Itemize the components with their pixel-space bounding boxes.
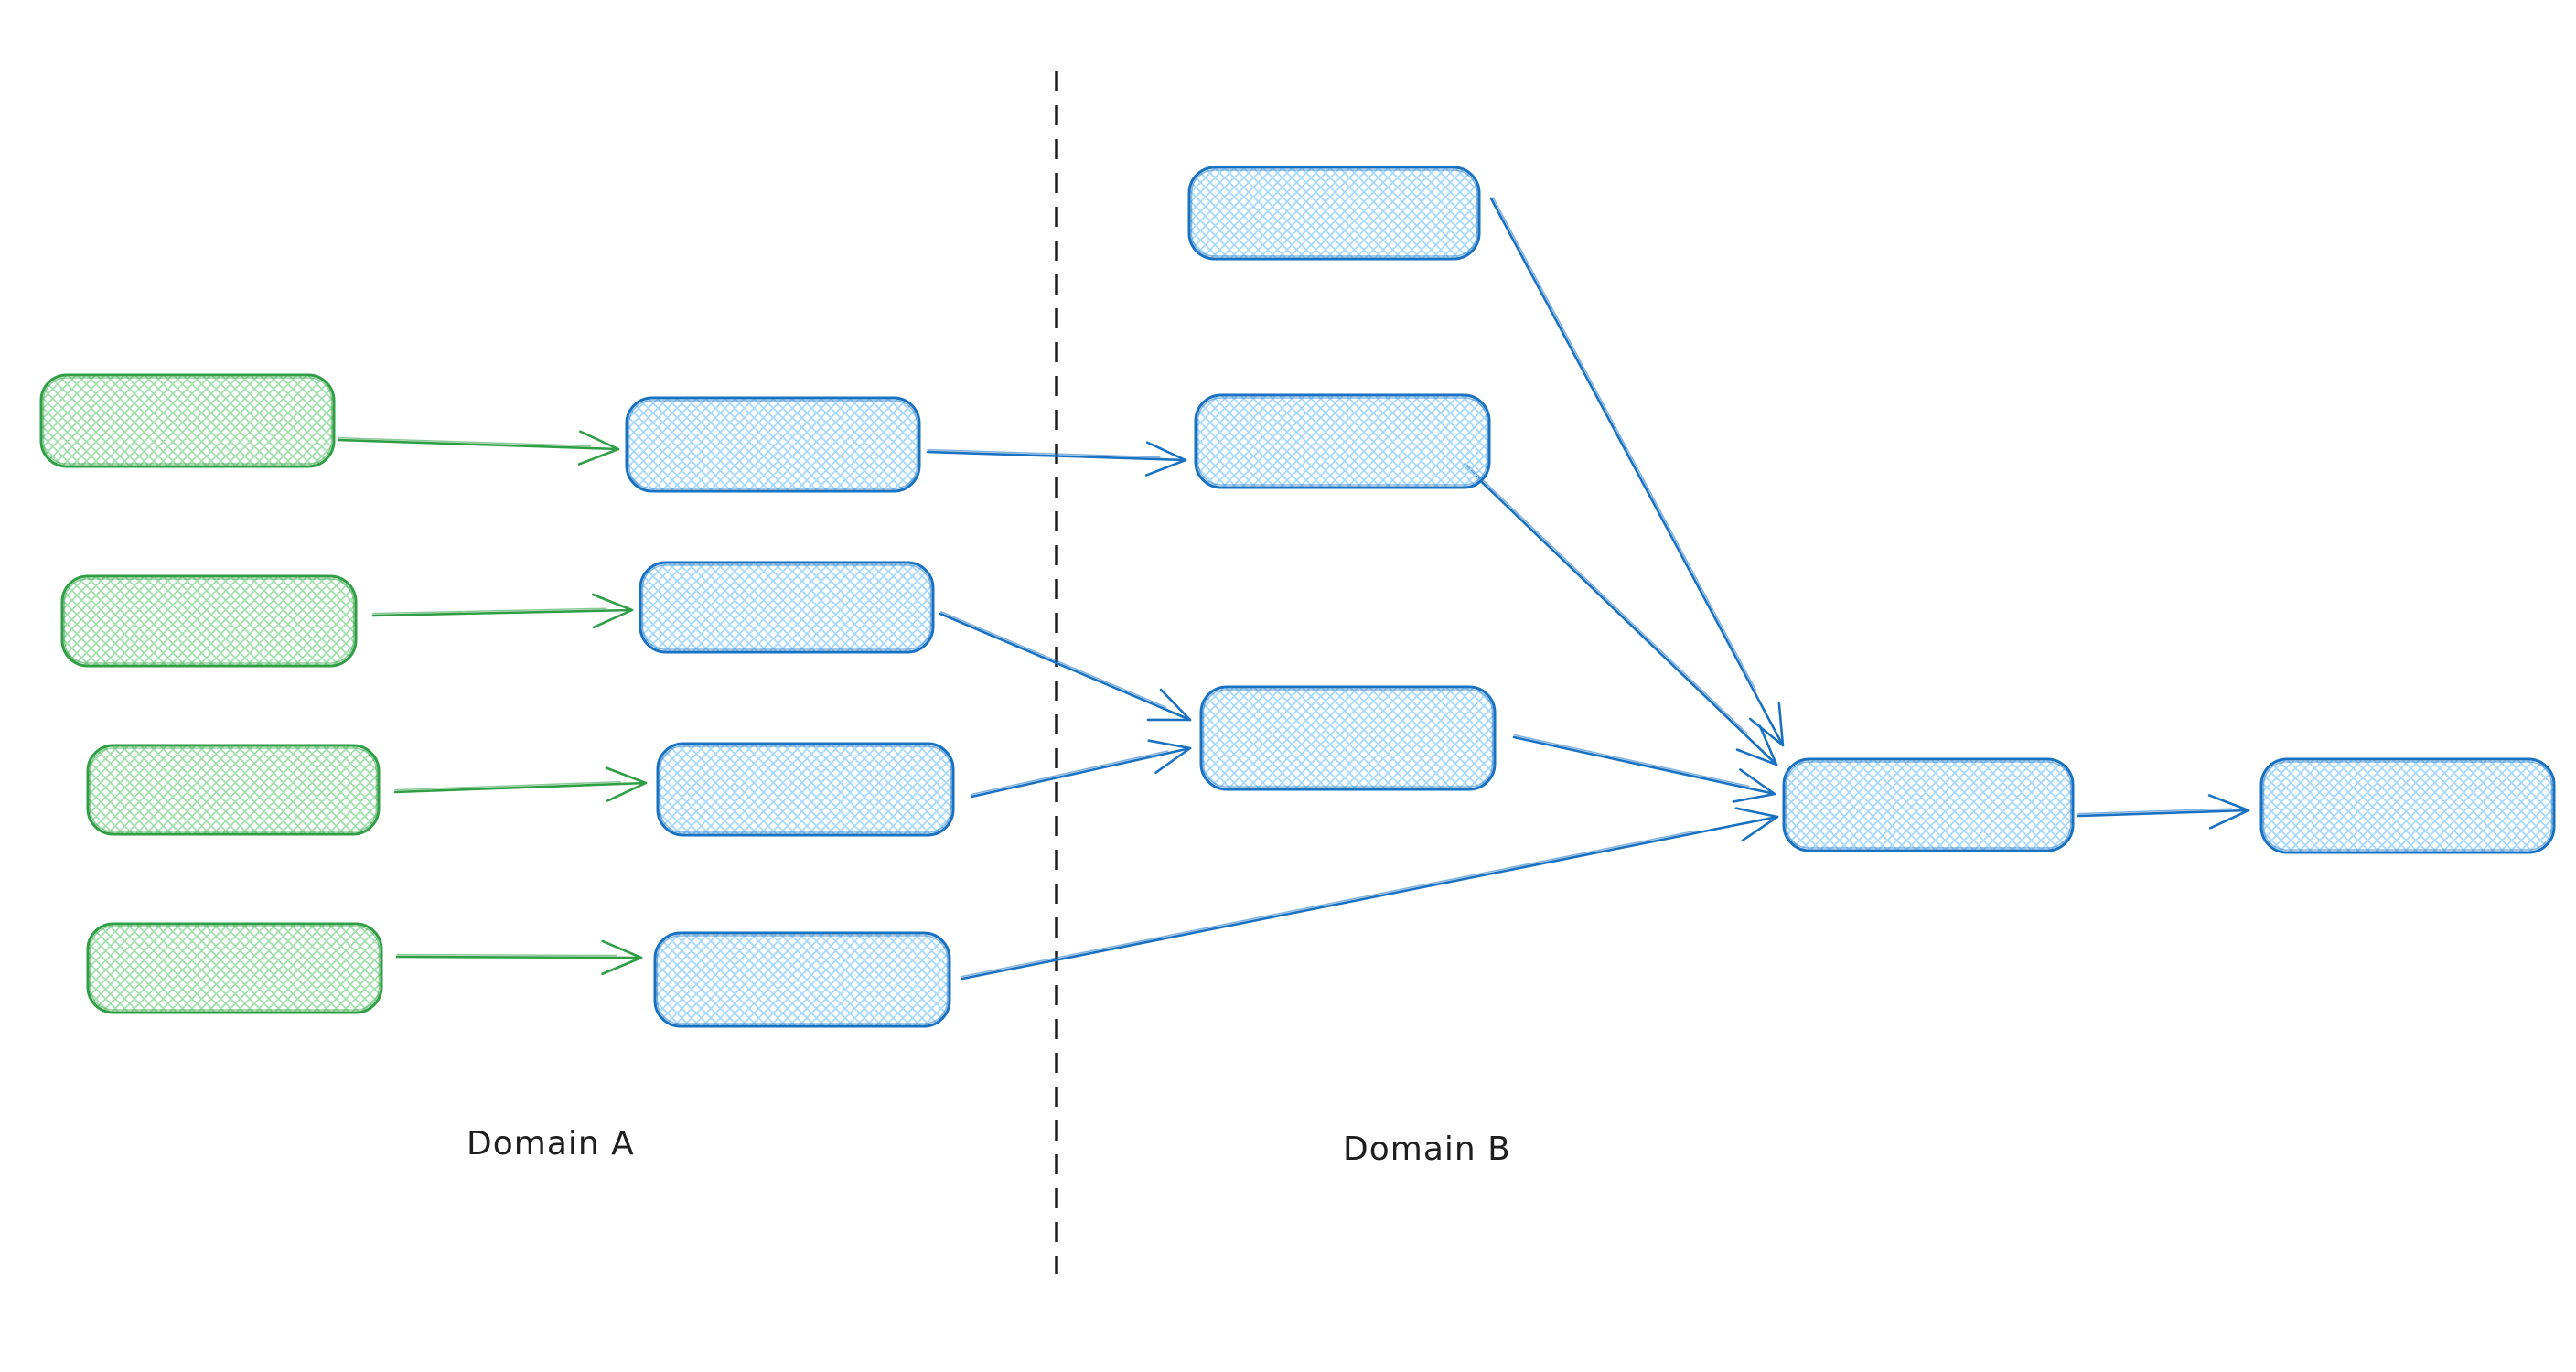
arrowhead-icon: [1734, 807, 1779, 842]
arrowhead-icon: [1147, 739, 1192, 774]
node-a-input-3[interactable]: [86, 744, 381, 836]
edge-s2-b3[interactable]: [939, 611, 1192, 722]
edge-s3-b3[interactable]: [970, 739, 1192, 799]
edge-b1-agg[interactable]: [1489, 197, 1785, 747]
node-b-node-3[interactable]: [1199, 685, 1497, 791]
edge-b3-agg[interactable]: [1512, 734, 1776, 803]
node-a-input-1[interactable]: [39, 373, 336, 468]
arrowhead-icon: [1732, 768, 1776, 803]
arrowhead-icon: [1146, 688, 1192, 722]
arrowhead-icon: [591, 593, 634, 629]
node-b-node-1[interactable]: [1187, 166, 1481, 261]
domain-a-label[interactable]: Domain A: [467, 1125, 635, 1163]
edge-s4-agg[interactable]: [961, 807, 1779, 981]
edge-b2-agg[interactable]: [1462, 462, 1778, 766]
node-a-stage-1[interactable]: [625, 396, 921, 493]
edge-a2-s2[interactable]: [371, 593, 634, 629]
arrowhead-icon: [605, 766, 648, 802]
node-a-stage-3[interactable]: [656, 742, 955, 837]
edge-s1-b2[interactable]: [926, 441, 1187, 477]
arrowhead-icon: [577, 430, 620, 466]
edge-a1-s1[interactable]: [337, 430, 620, 466]
node-a-input-4[interactable]: [86, 922, 383, 1014]
edge-a4-s4[interactable]: [395, 939, 643, 976]
arrowhead-icon: [1735, 724, 1778, 766]
node-a-stage-2[interactable]: [639, 561, 935, 654]
edge-agg-out[interactable]: [2077, 794, 2250, 830]
node-b-node-2[interactable]: [1194, 393, 1491, 489]
domain-b-label[interactable]: Domain B: [1343, 1131, 1511, 1168]
arrowhead-icon: [1144, 441, 1187, 477]
node-a-stage-4[interactable]: [653, 931, 951, 1028]
node-a-input-2[interactable]: [60, 574, 358, 668]
arrowhead-icon: [601, 939, 643, 976]
node-b-output[interactable]: [2259, 757, 2556, 854]
node-b-aggregator[interactable]: [1782, 757, 2075, 852]
arrowhead-icon: [2207, 794, 2250, 830]
edge-a3-s3[interactable]: [393, 766, 648, 802]
